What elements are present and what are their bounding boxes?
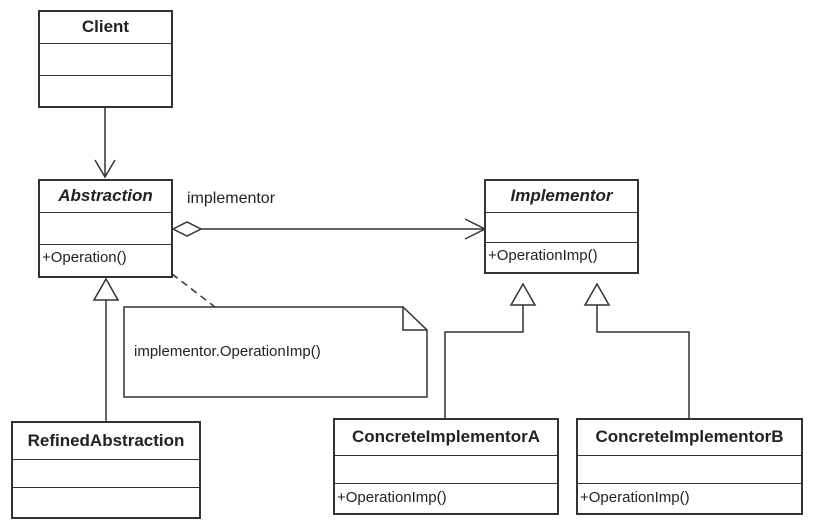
concrete-b-generalization-triangle — [583, 282, 611, 306]
client-arrowhead — [94, 159, 116, 179]
concrete-implementor-b-operation: +OperationImp() — [580, 489, 690, 506]
abstraction-attributes — [40, 213, 171, 245]
concrete-implementor-a-class-name: ConcreteImplementorA — [335, 420, 557, 456]
aggregation-diamond — [171, 221, 203, 237]
refined-abstraction-class: RefinedAbstraction — [11, 421, 201, 519]
refined-generalization-triangle — [92, 277, 120, 301]
abstraction-operation: +Operation() — [42, 249, 127, 266]
client-class: Client — [38, 10, 173, 108]
implementor-operation: +OperationImp() — [488, 247, 598, 264]
concrete-implementor-b-class: ConcreteImplementorB +OperationImp() — [576, 418, 803, 515]
concrete-a-generalization-line — [444, 305, 524, 418]
note-anchor-line — [171, 273, 216, 308]
note-fold — [402, 307, 427, 331]
association-label: implementor — [187, 190, 276, 207]
note-text: implementor.OperationImp() — [134, 343, 321, 360]
concrete-implementor-a-operation: +OperationImp() — [337, 489, 447, 506]
implementor-attributes — [486, 213, 637, 243]
abstraction-class: Abstraction +Operation() — [38, 179, 173, 278]
concrete-implementor-a-class: ConcreteImplementorA +OperationImp() — [333, 418, 559, 515]
note-shape — [123, 306, 428, 398]
concrete-implementor-a-attributes — [335, 456, 557, 484]
implementor-class: Implementor +OperationImp() — [484, 179, 639, 274]
concrete-implementor-b-class-name: ConcreteImplementorB — [578, 420, 801, 456]
refined-abstraction-operations — [13, 488, 199, 517]
concrete-a-generalization-triangle — [509, 282, 537, 306]
refined-abstraction-class-name: RefinedAbstraction — [13, 423, 199, 460]
client-operations — [40, 76, 171, 106]
implementor-class-name: Implementor — [486, 181, 637, 213]
abstraction-class-name: Abstraction — [40, 181, 171, 213]
refined-abstraction-attributes — [13, 460, 199, 488]
concrete-b-generalization-line — [596, 305, 690, 418]
concrete-implementor-b-attributes — [578, 456, 801, 484]
client-attributes — [40, 44, 171, 76]
client-class-name: Client — [40, 12, 171, 44]
